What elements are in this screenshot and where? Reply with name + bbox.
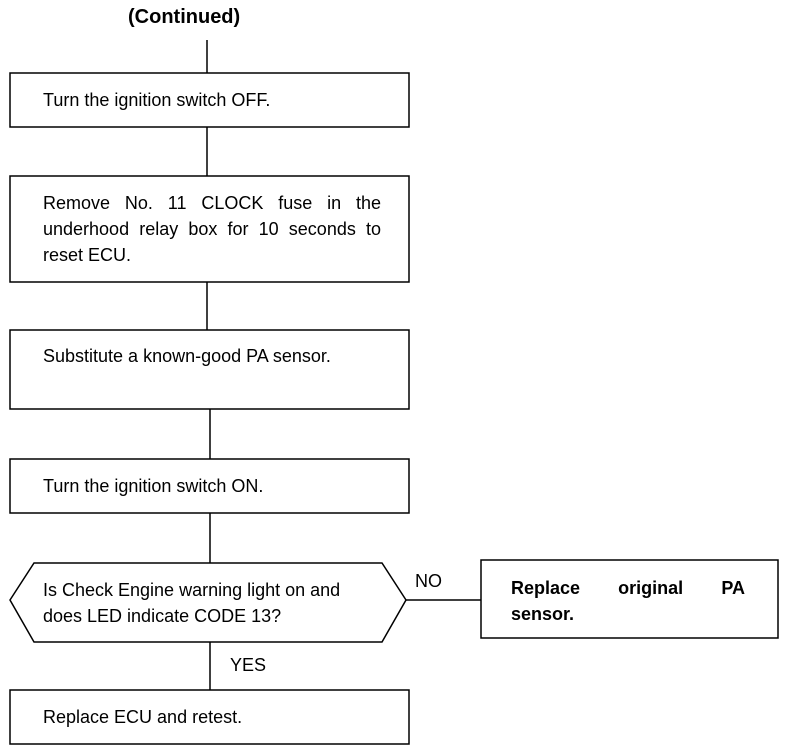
decision-text: Is Check Engine warning light on and doe… — [43, 580, 341, 626]
decision-box — [9, 562, 407, 643]
step-box-4 — [9, 458, 410, 514]
step-2-text: Remove No. 11 CLOCK fuse in the underhoo… — [43, 193, 381, 265]
no-outcome-box — [480, 559, 779, 639]
step-4-text: Turn the ignition switch ON. — [43, 476, 264, 496]
continued-heading: (Continued) — [128, 6, 241, 28]
step-1-text: Turn the ignition switch OFF. — [43, 90, 271, 110]
step-box-1 — [9, 72, 410, 128]
final-step-text: Replace ECU and retest. — [43, 707, 243, 727]
step-box-3 — [9, 329, 410, 410]
yes-label: YES — [230, 655, 267, 675]
final-step-box — [9, 689, 410, 745]
step-box-2 — [9, 175, 410, 283]
no-outcome-text: Replace original PA sensor. — [511, 578, 745, 624]
step-3-text: Substitute a known-good PA sensor. — [43, 346, 331, 366]
no-label: NO — [415, 571, 442, 591]
